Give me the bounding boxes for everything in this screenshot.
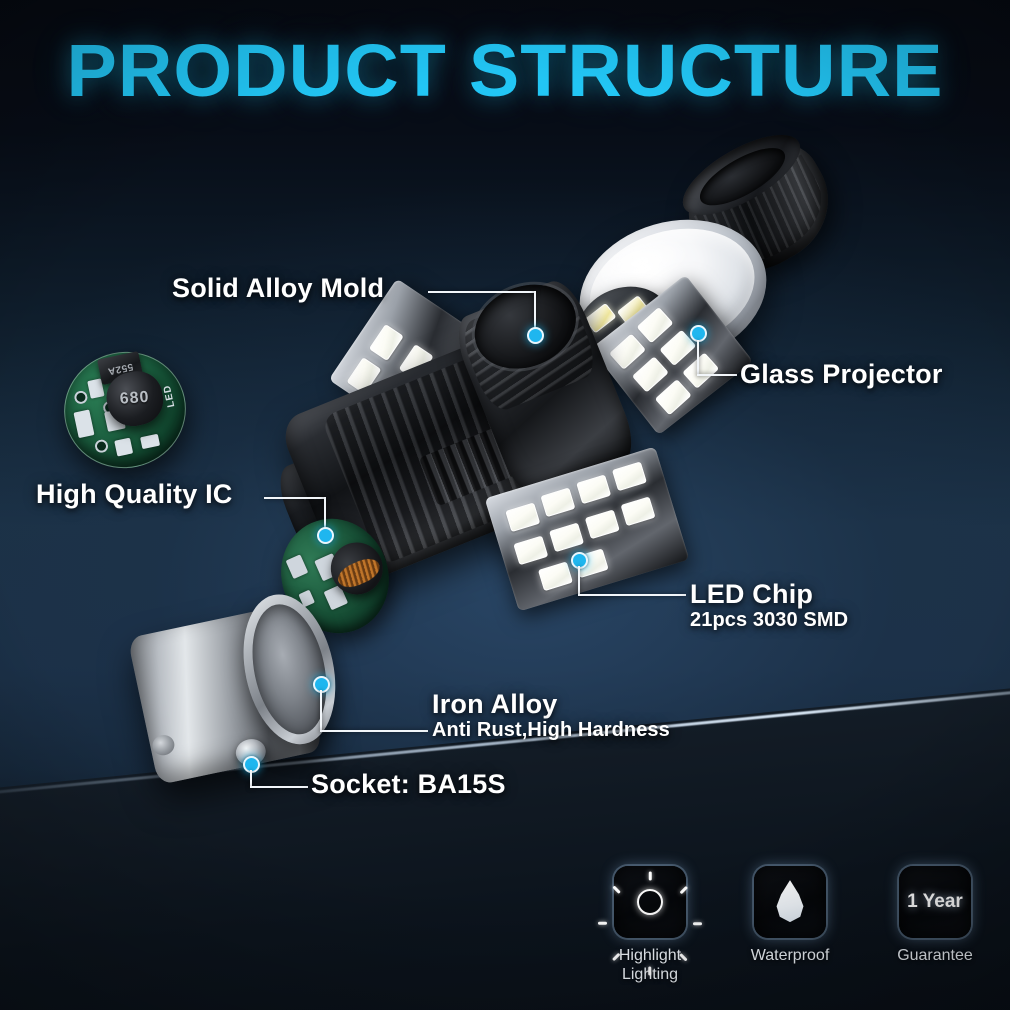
- feature-caption-line1: Guarantee: [897, 947, 973, 964]
- leader-line-glass-projector: [697, 374, 737, 376]
- sun-core: [637, 889, 663, 915]
- sun-ray: [648, 966, 652, 976]
- sun-ray: [648, 871, 652, 881]
- callout-title: Iron Alloy: [432, 689, 558, 719]
- callout-title: LED Chip: [690, 579, 814, 609]
- water-drop-icon: [776, 880, 804, 923]
- high-quality-ic-board: 552A 680 LED: [53, 340, 197, 480]
- feature-caption-line1: Highlight: [618, 947, 682, 964]
- feature-highlight-lighting[interactable]: Highlight Lighting: [590, 866, 710, 985]
- callout-label-iron-alloy: Iron Alloy Anti Rust,High Hardness: [432, 690, 670, 741]
- waterproof-badge[interactable]: [754, 866, 826, 938]
- leader-line-led-chip-vertical: [578, 566, 580, 596]
- feature-badges: Highlight Lighting Waterproof 1 Year Gua…: [590, 866, 1010, 1010]
- leader-line-socket: [250, 786, 308, 788]
- callout-label-solid-alloy-mold: Solid Alloy Mold: [172, 274, 384, 303]
- sun-ray: [598, 922, 607, 925]
- sun-ray: [679, 885, 688, 894]
- leader-line-led-chip: [578, 594, 686, 596]
- feature-guarantee[interactable]: 1 Year Guarantee: [870, 866, 1000, 966]
- feature-waterproof[interactable]: Waterproof: [730, 866, 850, 966]
- callout-title: High Quality IC: [36, 479, 233, 509]
- feature-caption: Waterproof: [730, 947, 850, 966]
- callout-subtitle: Anti Rust,High Hardness: [432, 718, 670, 741]
- callout-label-led-chip: LED Chip 21pcs 3030 SMD: [690, 580, 848, 631]
- callout-label-glass-projector: Glass Projector: [740, 360, 943, 389]
- feature-caption-line1: Waterproof: [750, 947, 830, 964]
- marker-dot-high-quality-ic[interactable]: [317, 527, 334, 544]
- leader-line-high-quality-ic: [264, 497, 326, 499]
- leader-line-solid-alloy-mold: [428, 291, 536, 293]
- highlight-lighting-badge[interactable]: [598, 866, 702, 976]
- callout-title: Glass Projector: [740, 359, 943, 389]
- leader-line-iron-alloy: [320, 730, 428, 732]
- callout-label-socket: Socket: BA15S: [311, 770, 506, 799]
- callout-subtitle: 21pcs 3030 SMD: [690, 608, 849, 631]
- one-year-text: 1 Year: [907, 891, 963, 912]
- guarantee-badge[interactable]: 1 Year: [899, 866, 971, 938]
- inductor-label: 680: [119, 388, 151, 408]
- callout-title: Solid Alloy Mold: [172, 273, 385, 303]
- sun-ray: [693, 922, 702, 925]
- leader-line-iron-alloy-vertical: [320, 690, 322, 732]
- pcb-pad: [114, 437, 134, 457]
- callout-title: Socket: BA15S: [311, 769, 506, 799]
- sun-icon: [598, 871, 702, 976]
- feature-caption: Guarantee: [870, 947, 1000, 966]
- marker-dot-solid-alloy-mold[interactable]: [527, 327, 544, 344]
- callout-label-high-quality-ic: High Quality IC: [36, 480, 233, 509]
- page-title: PRODUCT STRUCTURE: [66, 29, 944, 112]
- sun-ray: [612, 885, 621, 894]
- leader-line-glass-projector-vertical: [697, 340, 699, 376]
